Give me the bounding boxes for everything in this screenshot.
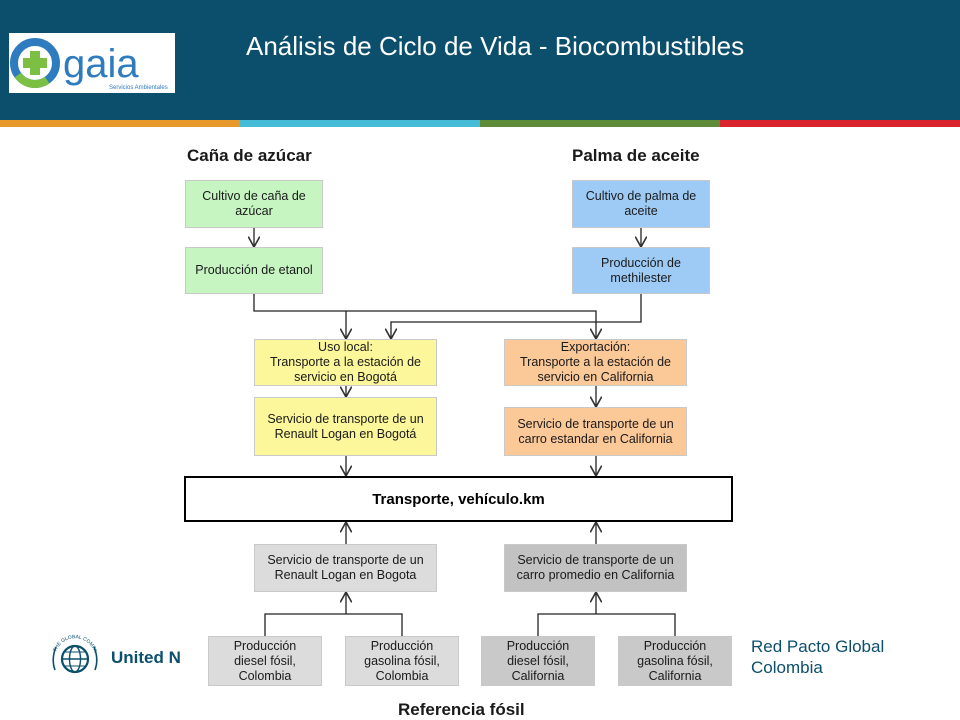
gaia-logo: gaia Servicios Ambientales [9, 33, 175, 93]
export-transport-station-box: Exportación: Transporte a la estación de… [504, 339, 687, 386]
svg-text:THE GLOBAL COMPACT: THE GLOBAL COMPACT [48, 630, 98, 654]
palm-heading: Palma de aceite [572, 146, 700, 165]
export-transport-service-box: Servicio de transporte de un carro estan… [504, 407, 687, 456]
stripe-green [480, 120, 720, 127]
local-transport-service-box: Servicio de transporte de un Renault Log… [254, 397, 437, 456]
functional-unit-box: Transporte, vehículo.km [184, 476, 733, 522]
methilester-production-box: Producción de methilester [572, 247, 710, 294]
fossil-reference-label: Referencia fósil [398, 700, 525, 719]
connector-ethanol [253, 294, 596, 339]
connector-fossil-california [537, 613, 676, 636]
page-title: Análisis de Ciclo de Vida - Biocombustib… [246, 31, 745, 61]
stripe-cyan [240, 120, 480, 127]
palm-cultivation-box: Cultivo de palma de aceite [572, 180, 710, 228]
sugarcane-heading: Caña de azúcar [187, 146, 312, 165]
global-compact-seal-icon: THE GLOBAL COMPACT [48, 630, 98, 674]
connector-methilester [391, 294, 642, 339]
global-compact-seal-text: THE GLOBAL COMPACT [48, 630, 98, 654]
local-transport-station-box: Uso local: Transporte a la estación de s… [254, 339, 437, 386]
gasoline-colombia-box: Producción gasolina fósil, Colombia [345, 636, 459, 686]
gaia-logo-icon: gaia Servicios Ambientales [10, 38, 168, 91]
header-bar: gaia Servicios Ambientales Análisis de C… [0, 0, 960, 120]
stripe-orange [0, 120, 240, 127]
stripe-red [720, 120, 960, 127]
fossil-bogota-service-box: Servicio de transporte de un Renault Log… [254, 544, 437, 592]
red-pacto-line1: Red Pacto Global [751, 637, 885, 656]
gaia-logo-subtext: Servicios Ambientales [109, 85, 168, 91]
gaia-logo-text: gaia [63, 42, 139, 86]
sugarcane-cultivation-box: Cultivo de caña de azúcar [185, 180, 323, 228]
fossil-california-service-box: Servicio de transporte de un carro prome… [504, 544, 687, 592]
gasoline-california-box: Producción gasolina fósil, California [618, 636, 732, 686]
connector-fossil-colombia [264, 613, 403, 636]
red-pacto-line2: Colombia [751, 658, 823, 677]
global-compact-text: United N [111, 648, 181, 667]
diesel-colombia-box: Producción diesel fósil, Colombia [208, 636, 322, 686]
ethanol-production-box: Producción de etanol [185, 247, 323, 294]
diesel-california-box: Producción diesel fósil, California [481, 636, 595, 686]
